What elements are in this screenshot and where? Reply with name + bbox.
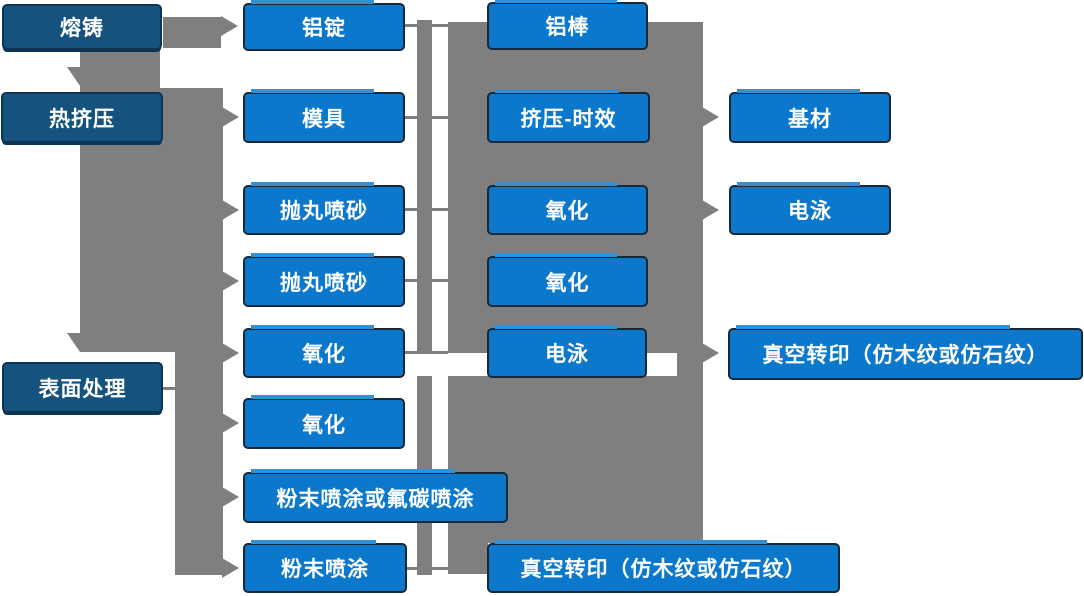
node-b3-col-3: 氧化 (487, 182, 648, 235)
node-a7-col-2: 粉末喷涂或氟碳喷涂 (243, 469, 508, 523)
connector-band (417, 20, 432, 353)
connector-band (175, 352, 223, 575)
arrowhead-right-icon (221, 16, 238, 36)
arrowhead-right-icon (222, 558, 239, 578)
node-r1-col-1: 熔铸 (2, 4, 162, 50)
node-a4-col-2: 抛丸喷砂 (243, 253, 405, 307)
node-c2-col-4: 电泳 (729, 182, 891, 235)
node-r3-col-1: 表面处理 (2, 362, 163, 413)
node-b5-col-3: 电泳 (487, 325, 647, 378)
arrowhead-right-icon (702, 107, 719, 127)
node-a2-col-2: 模具 (243, 89, 405, 143)
arrowhead-down-icon (67, 67, 93, 86)
connector-band (448, 543, 488, 574)
arrowhead-right-icon (222, 413, 239, 433)
connector-line (163, 387, 177, 390)
node-a3-col-2: 抛丸喷砂 (243, 182, 405, 235)
arrowhead-right-icon (222, 487, 239, 507)
node-a6-col-2: 氧化 (243, 395, 405, 449)
node-b2-col-3: 挤压-时效 (487, 89, 650, 143)
node-a5-col-2: 氧化 (243, 325, 405, 378)
arrowhead-right-icon (702, 343, 719, 363)
arrowhead-right-icon (222, 107, 239, 127)
arrowhead-right-icon (222, 200, 239, 220)
node-r2-col-1: 热挤压 (1, 92, 163, 143)
node-a1-col-2: 铝锭 (243, 0, 405, 51)
node-b1-col-3: 铝棒 (487, 0, 648, 50)
node-c3-col-4: 真空转印（仿木纹或仿石纹） (728, 325, 1083, 380)
connector-band (80, 48, 160, 93)
arrowhead-right-icon (222, 343, 239, 363)
node-b4-col-3: 氧化 (487, 253, 648, 307)
node-b6-col-3: 真空转印（仿木纹或仿石纹） (487, 540, 840, 593)
arrowhead-right-icon (702, 200, 719, 220)
arrowhead-right-icon (222, 271, 239, 291)
connector-band (677, 353, 703, 377)
arrowhead-down-icon (67, 333, 93, 352)
connector-band (163, 17, 221, 48)
node-a8-col-2: 粉末喷涂 (243, 540, 407, 593)
node-c1-col-4: 基材 (729, 89, 891, 143)
